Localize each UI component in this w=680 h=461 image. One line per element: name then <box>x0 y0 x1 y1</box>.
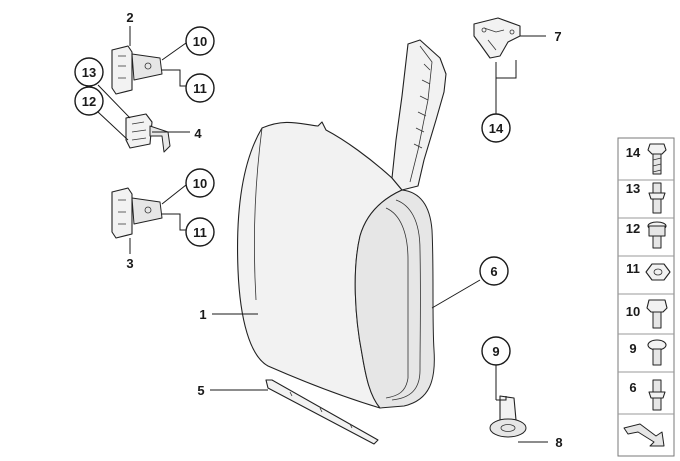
fastener-12-screw <box>647 221 667 249</box>
fastener-6-stud <box>648 379 666 411</box>
upper-bracket <box>473 17 521 59</box>
callout-10a: 10 <box>193 34 207 49</box>
door-check-strap <box>125 113 171 153</box>
leader-lines <box>97 26 548 443</box>
callout-4: 4 <box>194 126 202 141</box>
fastener-label-11: 11 <box>626 261 640 276</box>
callout-11b: 11 <box>193 225 207 240</box>
window-frame-pillar <box>391 39 447 191</box>
door-stop-buffer <box>489 395 527 438</box>
lower-hinge <box>111 187 163 239</box>
fastener-label-6: 6 <box>629 380 636 395</box>
callout-circle-10b <box>185 168 215 198</box>
fastener-label-9: 9 <box>629 341 636 356</box>
callout-3: 3 <box>126 256 133 271</box>
callout-circle-11b <box>185 217 215 247</box>
callout-10b: 10 <box>193 176 207 191</box>
callout-11a: 11 <box>193 81 207 96</box>
arrow-icon <box>623 423 665 447</box>
fastener-14-bolt <box>647 143 667 175</box>
callout-13: 13 <box>82 65 96 80</box>
fastener-13-stud <box>648 182 666 214</box>
callout-5: 5 <box>197 383 204 398</box>
fastener-10-bolt <box>646 299 668 329</box>
callout-6: 6 <box>490 264 497 279</box>
callout-2: 2 <box>126 10 133 25</box>
callout-12: 12 <box>82 94 96 109</box>
callout-circle-10a <box>185 26 215 56</box>
callout-7: 7 <box>554 29 561 44</box>
fastener-label-10: 10 <box>626 304 640 319</box>
callout-1: 1 <box>199 307 206 322</box>
callout-labels: 2 10 11 13 12 4 10 11 3 7 14 6 1 5 9 8 <box>74 10 563 450</box>
fastener-panel-frame <box>617 137 675 457</box>
callout-circle-13 <box>74 57 104 87</box>
callout-circle-12 <box>74 86 104 116</box>
fastener-9-screw <box>647 339 667 366</box>
trim-strip <box>265 379 379 445</box>
callout-14: 14 <box>489 121 504 136</box>
callout-9: 9 <box>492 344 499 359</box>
callout-circle-11a <box>185 73 215 103</box>
fastener-label-14: 14 <box>626 145 641 160</box>
callout-circle-14 <box>481 113 511 143</box>
fastener-11-nut <box>645 263 671 281</box>
fastener-label-13: 13 <box>626 181 640 196</box>
callout-circle-6 <box>479 256 509 286</box>
callout-8: 8 <box>555 435 562 450</box>
callout-circle-9 <box>481 336 511 366</box>
fastener-panel: 14 13 12 11 10 9 6 <box>617 137 675 457</box>
fastener-label-12: 12 <box>626 221 640 236</box>
door-seal-panel <box>354 189 435 409</box>
upper-hinge <box>111 45 163 95</box>
